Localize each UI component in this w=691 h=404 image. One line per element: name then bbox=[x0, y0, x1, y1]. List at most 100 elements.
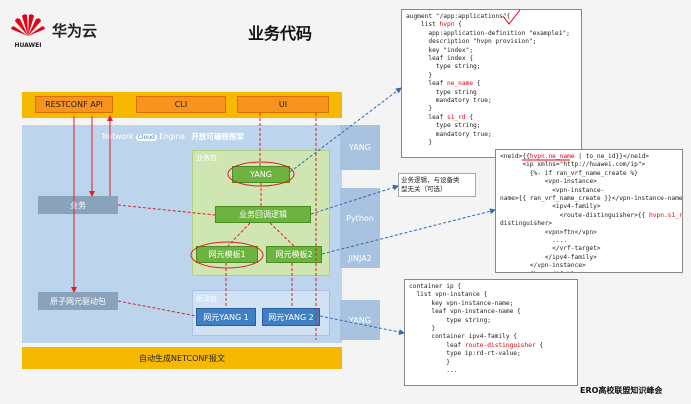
code-text: app:application-definition "example1"; bbox=[406, 29, 570, 37]
code-line: app:application-definition "example1"; bbox=[406, 30, 577, 38]
code-line: leaf route-distinguisher { bbox=[409, 342, 573, 350]
ne-yang-2: 网元YANG 2 bbox=[262, 308, 320, 326]
code-text: container ip { bbox=[409, 283, 462, 290]
ne-template-2: 网元模板2 bbox=[266, 246, 322, 263]
code-line: distinguisher> bbox=[500, 220, 678, 228]
yang-code-panel: augment "/app:applications"{ list hvpn {… bbox=[401, 9, 582, 158]
jinja-template-panel: <neid>{{hvpn.ne_name | to_ne_id}}</neid>… bbox=[495, 149, 683, 273]
right-jinja2: JINJA2 bbox=[340, 248, 380, 268]
code-highlight: hvpn.ne_name bbox=[529, 153, 575, 160]
code-text: <vpn>ftn</vpn> bbox=[500, 228, 597, 236]
code-line: {%- endif %} bbox=[500, 271, 678, 272]
code-text: } bbox=[406, 139, 433, 147]
code-line: container ip { bbox=[409, 283, 573, 291]
code-text: leaf index { bbox=[406, 55, 474, 63]
code-line: type string; bbox=[406, 122, 577, 130]
code-text: container ipv4-family { bbox=[409, 333, 518, 341]
ui-box: UI bbox=[237, 96, 329, 113]
brand-sub: HUAWEI bbox=[14, 42, 42, 49]
brand-name: 华为云 bbox=[52, 22, 98, 40]
code-tail: { bbox=[465, 113, 474, 121]
code-text: {%- if ran_vrf_name_create %} bbox=[500, 169, 638, 177]
code-text: </vpn-instance> bbox=[500, 262, 586, 270]
code-line: .... bbox=[500, 237, 678, 245]
netconf-bar: 自动生成NETCONF报文 bbox=[22, 347, 342, 369]
logic-note: 业务逻辑，与设备类 型无关（可选） bbox=[398, 173, 476, 197]
code-text: } bbox=[406, 105, 433, 113]
code-text: type string; bbox=[409, 316, 491, 324]
code-highlight: route-distinguisher bbox=[464, 341, 536, 349]
code-highlight: s1_rd bbox=[446, 113, 466, 121]
engine-framework: 开放可编程框架 bbox=[191, 132, 244, 141]
code-highlight: hvpn bbox=[439, 21, 455, 29]
code-text: .... bbox=[500, 237, 568, 245]
ne-yang-code-panel: container ip { list vpn-instance { key v… bbox=[404, 279, 578, 386]
code-line: type string bbox=[406, 89, 577, 97]
code-line: list vpn-instance { bbox=[409, 291, 573, 299]
code-line: type ip:rd-rt-value; bbox=[409, 350, 573, 358]
code-text: mandatory true; bbox=[406, 130, 492, 138]
code-text: <ip xmlns="http://huawei.com/ip"> bbox=[500, 161, 646, 169]
code-text: ... bbox=[409, 367, 458, 375]
code-text: <neid>{{ bbox=[500, 153, 530, 160]
code-line: leaf ne_name { bbox=[406, 80, 577, 88]
code-text: <vpn-instance- bbox=[500, 186, 605, 194]
code-text: leaf vpn-instance-name { bbox=[409, 308, 521, 316]
code-text: key vpn-instance-name; bbox=[409, 299, 514, 307]
code-text: type string; bbox=[406, 63, 481, 71]
code-line: } bbox=[409, 359, 573, 367]
code-line: type string; bbox=[406, 63, 577, 71]
logic-note-line2: 型无关（可选） bbox=[401, 185, 447, 193]
huawei-flower-icon bbox=[11, 14, 45, 36]
code-line: type string; bbox=[409, 317, 573, 325]
code-text: {%- endif %} bbox=[500, 271, 575, 272]
code-line: } bbox=[406, 139, 577, 147]
code-line: } bbox=[409, 325, 573, 333]
code-text: augment "/app:applications"{ bbox=[406, 13, 511, 20]
code-text: } bbox=[406, 71, 433, 79]
code-line: <vpn-instance> bbox=[500, 178, 678, 186]
code-text: name>{{ ran_vrf_name_create }}</vpn-inst… bbox=[500, 195, 683, 203]
code-text: list bbox=[406, 21, 440, 29]
code-text: distinguisher> bbox=[500, 220, 553, 228]
code-line: <ipv4-family> bbox=[500, 203, 678, 211]
code-text: leaf bbox=[406, 113, 447, 121]
engine-prefix: Network bbox=[102, 132, 134, 141]
code-line: <route-distinguisher>{{ hvpn.s1_rd }}</r… bbox=[500, 212, 682, 220]
code-text: <ipv4-family> bbox=[500, 203, 601, 211]
code-line: key "index"; bbox=[406, 47, 577, 55]
code-text: type string; bbox=[406, 122, 481, 130]
code-text: leaf bbox=[409, 341, 465, 349]
ne-yang-1: 网元YANG 1 bbox=[196, 308, 256, 326]
code-line: ... bbox=[409, 367, 573, 375]
code-line: } bbox=[406, 72, 577, 80]
code-line: description "hvpn provision"; bbox=[406, 38, 577, 46]
code-line: <neid>{{hvpn.ne_name | to_ne_id}}</neid> bbox=[500, 153, 678, 161]
code-tail: { bbox=[535, 341, 544, 349]
code-text: mandatory true; bbox=[406, 97, 492, 105]
huawei-logo: HUAWEI bbox=[10, 12, 46, 49]
yang-box: YANG bbox=[232, 166, 290, 183]
right-yang-top: YANG bbox=[340, 125, 380, 170]
code-line: </ipv4-family> bbox=[500, 254, 678, 262]
logic-note-line1: 业务逻辑，与设备类 bbox=[401, 176, 460, 184]
code-line: </vpn-instance> bbox=[500, 262, 678, 270]
engine-cloud: Cloud bbox=[135, 134, 157, 141]
right-python: Python bbox=[340, 188, 380, 248]
driver-package-title: 驱动包 bbox=[196, 295, 217, 303]
code-line: augment "/app:applications"{ bbox=[406, 13, 577, 21]
footer-text: ERO高校联盟知识峰会 bbox=[580, 386, 663, 395]
code-text: leaf bbox=[406, 80, 447, 88]
code-line: list hvpn { bbox=[406, 21, 577, 29]
code-tail: { bbox=[473, 80, 481, 88]
code-text: type string bbox=[406, 88, 477, 96]
code-line: {%- if ran_vrf_name_create %} bbox=[500, 170, 678, 178]
code-text: key "index"; bbox=[406, 46, 474, 54]
code-highlight: hvpn.s1_rd bbox=[649, 211, 683, 219]
code-line: container ipv4-family { bbox=[409, 333, 573, 341]
code-line: leaf index { bbox=[406, 55, 577, 63]
engine-suffix: Engine bbox=[159, 132, 185, 141]
ne-template-1: 网元模板1 bbox=[196, 246, 258, 263]
callback-logic-box: 业务回调逻辑 bbox=[215, 206, 311, 223]
page-title: 业务代码 bbox=[248, 24, 313, 43]
